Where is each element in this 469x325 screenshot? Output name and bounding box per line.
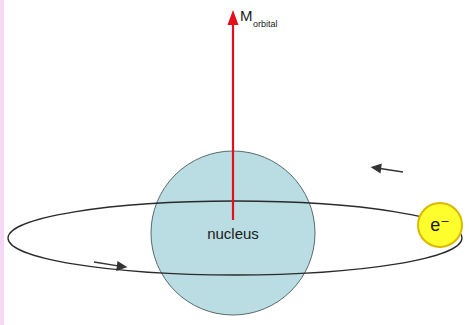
- direction-arrow-head: [372, 165, 381, 173]
- moment-subscript: orbital: [253, 19, 278, 29]
- node-text: e⁻: [430, 214, 450, 236]
- edge-band: [0, 0, 4, 325]
- moment-arrow-shaft: [232, 24, 234, 220]
- orbit-ellipse: [8, 201, 462, 275]
- node-text: nucleus: [207, 225, 259, 242]
- nucleus-circle: nucleus: [150, 150, 316, 316]
- electron-disc: [418, 203, 462, 247]
- direction-arrow-line: [94, 262, 118, 266]
- direction-arrow-line: [380, 169, 403, 173]
- direction-arrow-head: [117, 262, 126, 270]
- moment-symbol: M: [240, 7, 253, 24]
- moment-arrow-head: [228, 10, 239, 25]
- electron-circle: e⁻: [416, 201, 464, 249]
